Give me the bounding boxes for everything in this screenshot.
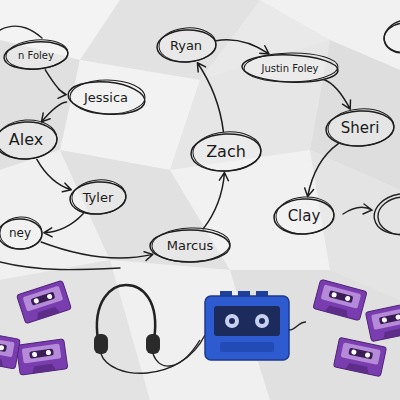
oval-stroke bbox=[156, 28, 217, 63]
oval-stroke bbox=[66, 78, 146, 117]
name-oval: Alex bbox=[0, 122, 57, 159]
name-oval: Sheri bbox=[326, 111, 394, 146]
cassette-player bbox=[205, 291, 306, 360]
oval-stroke bbox=[0, 120, 58, 160]
cassette bbox=[17, 280, 72, 323]
stray-arrow bbox=[343, 204, 372, 214]
person-name: Ryan bbox=[157, 39, 216, 53]
arrow-connector bbox=[197, 63, 223, 132]
name-oval: ney bbox=[0, 219, 42, 249]
cassette bbox=[365, 302, 400, 341]
arrow-connector bbox=[45, 70, 66, 98]
person-name: n Foley bbox=[4, 50, 68, 61]
oval-stroke bbox=[241, 53, 338, 84]
name-oval: Justin Foley bbox=[242, 55, 338, 82]
arrow-connector bbox=[41, 102, 66, 122]
partial-oval bbox=[377, 196, 400, 236]
stray-line bbox=[0, 26, 42, 38]
person-name: Alex bbox=[0, 131, 57, 149]
headphones bbox=[94, 285, 205, 373]
oval-stroke bbox=[275, 195, 335, 235]
name-oval: Clay bbox=[274, 199, 334, 234]
oval-stroke bbox=[325, 109, 395, 148]
cassettes bbox=[0, 279, 400, 376]
name-oval: n Foley bbox=[4, 42, 68, 69]
person-name: Sheri bbox=[326, 120, 394, 137]
oval-stroke bbox=[190, 132, 262, 173]
oval-stroke bbox=[0, 118, 58, 161]
person-name: Marcus bbox=[150, 239, 230, 253]
partial-oval bbox=[383, 21, 400, 54]
oval-stroke bbox=[192, 129, 262, 172]
oval-stroke bbox=[273, 197, 335, 235]
cassette bbox=[313, 279, 367, 320]
stray-line bbox=[0, 262, 120, 270]
person-name: Justin Foley bbox=[242, 63, 338, 74]
person-name: Clay bbox=[274, 208, 334, 225]
arrow-connector bbox=[324, 79, 351, 109]
person-name: Zach bbox=[191, 143, 261, 161]
arrow-connector bbox=[41, 242, 153, 260]
arrow-connector bbox=[305, 144, 339, 197]
oval-stroke bbox=[69, 180, 127, 216]
cassette bbox=[0, 331, 20, 369]
name-oval: Zach bbox=[191, 134, 261, 171]
partial-oval bbox=[371, 189, 400, 238]
name-oval: Tyler bbox=[70, 182, 126, 214]
arrow-connector bbox=[44, 214, 83, 237]
person-name: Jessica bbox=[68, 91, 145, 105]
name-oval: Ryan bbox=[157, 30, 216, 62]
name-oval: Marcus bbox=[150, 230, 230, 262]
name-oval: Jessica bbox=[68, 82, 145, 114]
arrow-connector bbox=[37, 159, 71, 191]
oval-stroke bbox=[327, 106, 395, 147]
oval-stroke bbox=[3, 39, 69, 71]
oval-stroke bbox=[5, 37, 69, 71]
person-name: ney bbox=[0, 227, 42, 240]
arrow-connector bbox=[203, 172, 228, 228]
partial-oval bbox=[381, 16, 400, 56]
cassette bbox=[333, 337, 386, 376]
person-name: Tyler bbox=[70, 191, 126, 205]
cassette bbox=[16, 339, 68, 375]
oval-stroke bbox=[71, 178, 127, 216]
arrow-connector bbox=[216, 40, 269, 54]
oval-stroke bbox=[157, 26, 216, 63]
